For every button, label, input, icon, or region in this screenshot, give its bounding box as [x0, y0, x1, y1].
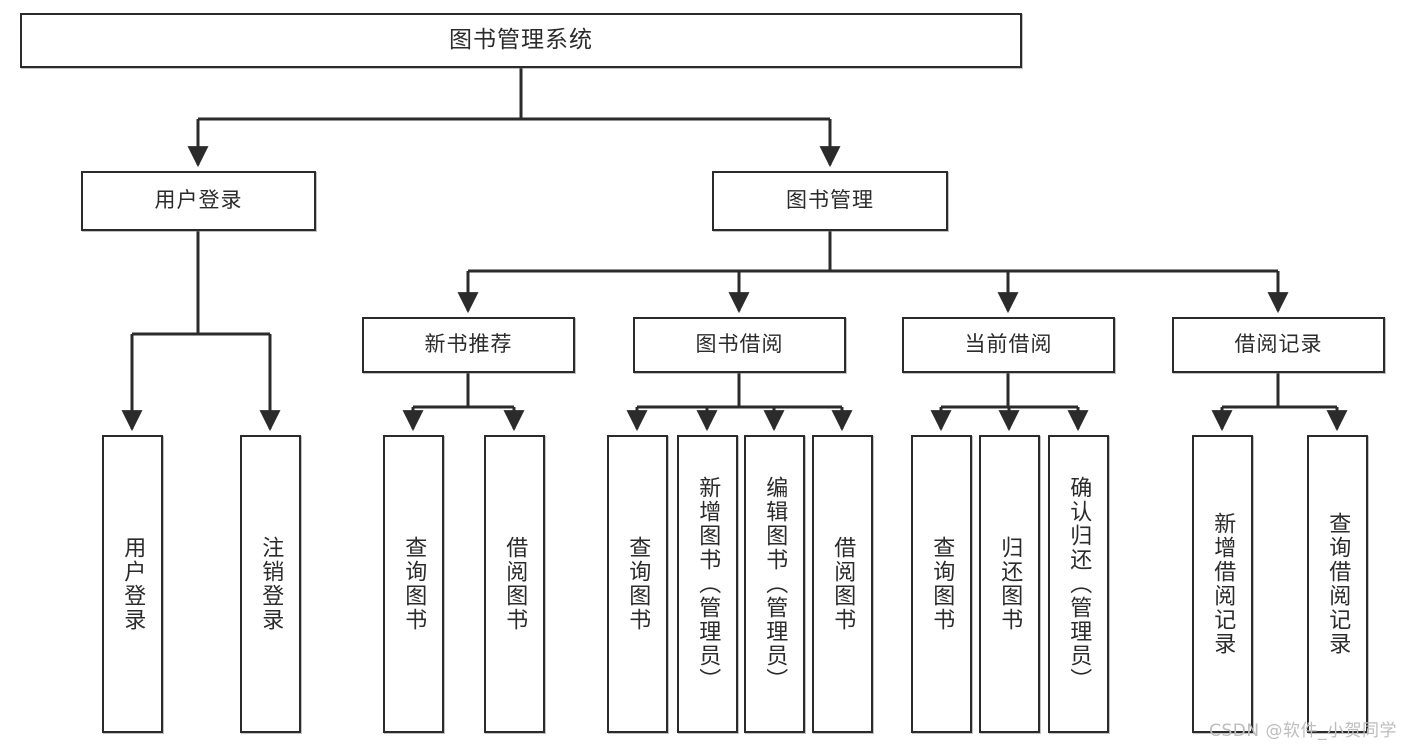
leaf-borrow-record-query-record[interactable]: 查询借阅记录 — [1307, 435, 1368, 733]
node-new-book-recommend[interactable]: 新书推荐 — [362, 317, 575, 373]
leaf-book-borrow-query-books[interactable]: 查询图书 — [607, 435, 668, 733]
leaf-current-borrow-query-books[interactable]: 查询图书 — [911, 435, 972, 733]
leaf-book-borrow-add-book-admin[interactable]: 新增图书（管理员） — [677, 435, 738, 733]
node-label: 归还图书 — [997, 536, 1023, 632]
node-current-borrow[interactable]: 当前借阅 — [902, 317, 1115, 373]
node-label: 借阅图书 — [502, 536, 528, 632]
node-book-management[interactable]: 图书管理 — [712, 171, 948, 231]
node-label: 查询借阅记录 — [1325, 512, 1351, 656]
leaf-user-login-logout[interactable]: 注销登录 — [240, 435, 301, 733]
node-label: 编辑图书（管理员） — [762, 476, 788, 692]
node-label: 确认归还（管理员） — [1066, 476, 1092, 692]
watermark-text: CSDN @软件_小贺同学 — [1209, 721, 1397, 741]
node-label: 用户登录 — [154, 188, 243, 213]
node-label: 图书管理系统 — [449, 26, 593, 53]
node-label: 用户登录 — [120, 536, 146, 632]
node-book-borrow[interactable]: 图书借阅 — [633, 317, 846, 373]
leaf-book-borrow-edit-book-admin[interactable]: 编辑图书（管理员） — [744, 435, 805, 733]
node-borrow-record[interactable]: 借阅记录 — [1172, 317, 1385, 373]
leaf-borrow-record-add-record[interactable]: 新增借阅记录 — [1192, 435, 1253, 733]
node-label: 查询图书 — [401, 536, 427, 632]
leaf-current-borrow-return-books[interactable]: 归还图书 — [979, 435, 1040, 733]
node-label: 借阅图书 — [830, 536, 856, 632]
node-user-login[interactable]: 用户登录 — [81, 171, 316, 231]
node-label: 新增借阅记录 — [1210, 512, 1236, 656]
node-label: 注销登录 — [258, 536, 284, 632]
node-label: 借阅记录 — [1234, 332, 1323, 357]
leaf-current-borrow-confirm-return-admin[interactable]: 确认归还（管理员） — [1048, 435, 1109, 733]
leaf-new-book-query-books[interactable]: 查询图书 — [383, 435, 444, 733]
node-label: 图书借阅 — [695, 332, 784, 357]
node-label: 查询图书 — [929, 536, 955, 632]
node-root-book-management-system[interactable]: 图书管理系统 — [20, 13, 1022, 68]
node-label: 图书管理 — [786, 188, 874, 213]
node-label: 新书推荐 — [424, 332, 513, 357]
leaf-user-login-login[interactable]: 用户登录 — [102, 435, 163, 733]
node-label: 当前借阅 — [964, 332, 1053, 357]
leaf-new-book-borrow-books[interactable]: 借阅图书 — [484, 435, 545, 733]
leaf-book-borrow-borrow-books[interactable]: 借阅图书 — [812, 435, 873, 733]
node-label: 查询图书 — [625, 536, 651, 632]
node-label: 新增图书（管理员） — [695, 476, 721, 692]
